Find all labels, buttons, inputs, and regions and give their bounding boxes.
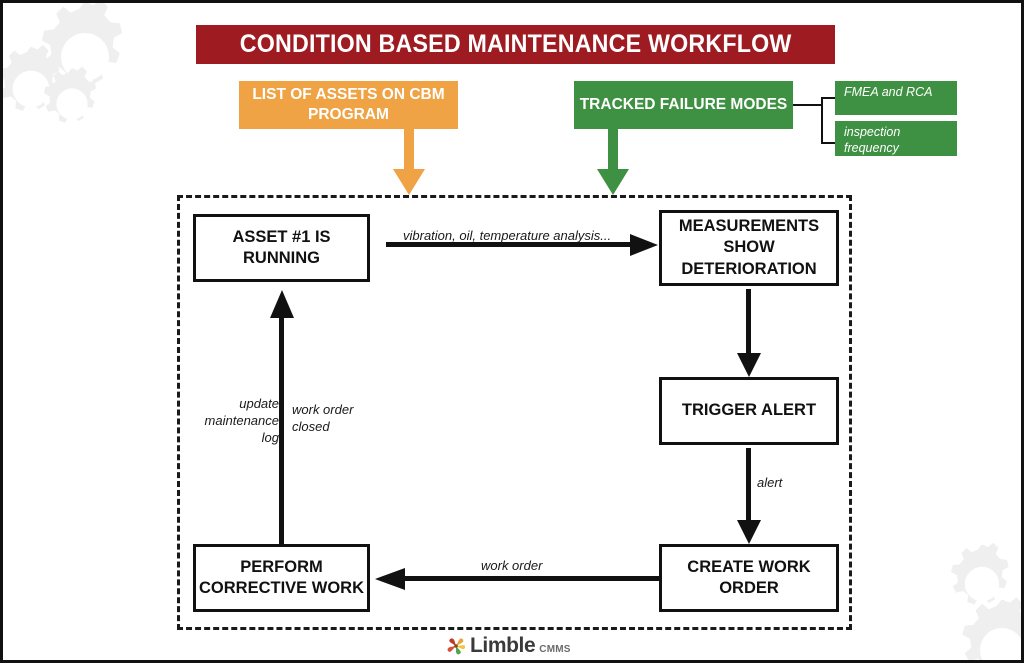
page-title: CONDITION BASED MAINTENANCE WORKFLOW — [196, 25, 835, 64]
node-perform-corrective-work[interactable]: PERFORM CORRECTIVE WORK — [193, 544, 370, 612]
node-tracked-failure-modes: TRACKED FAILURE MODES — [574, 81, 793, 129]
node-asset-running-label: ASSET #1 IS RUNNING — [232, 227, 331, 267]
arrow-create-wo-to-perform — [375, 568, 659, 590]
arrow-perform-to-asset — [270, 290, 294, 546]
edge-label-update-log: update maintenance log — [204, 396, 279, 446]
node-perform-corrective-work-label: PERFORM CORRECTIVE WORK — [199, 557, 364, 597]
arrow-measurements-to-trigger — [737, 289, 761, 377]
bracket-spine — [821, 98, 823, 144]
bracket-arm-bottom — [821, 142, 837, 144]
limble-logo-text: Limble — [470, 634, 536, 657]
node-create-work-order[interactable]: CREATE WORK ORDER — [659, 544, 839, 612]
tag-fmea-rca: FMEA and RCA — [835, 81, 957, 115]
node-create-work-order-label: CREATE WORK ORDER — [687, 557, 811, 597]
arrow-trigger-to-create-wo — [737, 448, 761, 544]
tag-fmea-rca-label: FMEA and RCA — [844, 85, 933, 99]
arrow-assets-to-workflow — [393, 127, 425, 195]
bracket-stem — [793, 104, 823, 106]
limble-logo-suffix: CMMS — [539, 644, 571, 655]
node-list-of-assets: LIST OF ASSETS ON CBM PROGRAM — [239, 81, 458, 129]
gear-icon — [41, 3, 123, 86]
arrow-asset-to-measurements — [386, 234, 658, 256]
gear-icon — [962, 597, 1021, 660]
workflow-boundary — [177, 195, 852, 630]
page-title-text: CONDITION BASED MAINTENANCE WORKFLOW — [239, 30, 792, 58]
gear-icon — [951, 542, 1009, 605]
bracket-arm-top — [821, 97, 837, 99]
node-measurements-deterioration-label: MEASUREMENTS SHOW DETERIORATION — [678, 216, 820, 278]
node-tracked-failure-modes-label: TRACKED FAILURE MODES — [579, 96, 788, 114]
gear-icon — [43, 66, 97, 123]
node-measurements-deterioration[interactable]: MEASUREMENTS SHOW DETERIORATION — [659, 210, 839, 286]
tag-inspection-frequency: inspection frequency — [835, 121, 957, 156]
node-asset-running[interactable]: ASSET #1 IS RUNNING — [193, 214, 370, 282]
node-list-of-assets-label: LIST OF ASSETS ON CBM PROGRAM — [252, 86, 445, 123]
arrow-failure-to-workflow — [597, 127, 629, 195]
limble-logo: Limble CMMS — [446, 634, 571, 657]
edge-label-wo-closed: work order closed — [292, 402, 354, 435]
edge-label-analysis: vibration, oil, temperature analysis... — [403, 228, 612, 243]
edge-label-alert: alert — [757, 475, 783, 490]
node-trigger-alert[interactable]: TRIGGER ALERT — [659, 377, 839, 445]
gear-icon — [3, 44, 60, 112]
edge-label-work-order: work order — [481, 558, 543, 573]
limble-pinwheel-icon — [447, 638, 466, 655]
tag-inspection-frequency-label: inspection frequency — [844, 125, 901, 155]
node-trigger-alert-label: TRIGGER ALERT — [681, 401, 817, 420]
